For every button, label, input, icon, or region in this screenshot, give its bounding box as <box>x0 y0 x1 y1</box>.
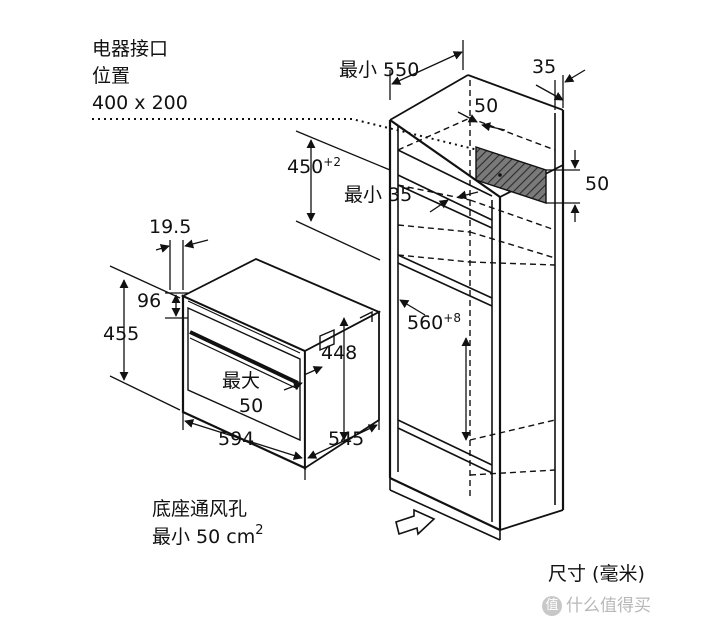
dim-455: 455 <box>103 323 140 345</box>
vent-arrow-icon <box>395 508 436 536</box>
dim-min-35: 最小 35 <box>344 184 413 206</box>
socket-size: 400 x 200 <box>92 92 188 114</box>
units-label: 尺寸 (毫米) <box>548 563 645 585</box>
socket-title-line2: 位置 <box>92 65 131 87</box>
dim-450: 450+2 <box>287 155 341 178</box>
vent-size: 最小 50 cm2 <box>152 524 264 548</box>
dim-448: 448 <box>321 342 358 364</box>
vent-size-exponent: 2 <box>255 523 264 538</box>
dim-35-top: 35 <box>532 56 557 78</box>
socket-reference-line <box>92 118 479 151</box>
watermark-text: 什么值得买 <box>566 596 651 616</box>
socket-title-line1: 电器接口 <box>92 38 169 60</box>
dim-50-right: 50 <box>585 173 610 195</box>
vent-title: 底座通风孔 <box>152 498 248 520</box>
dim-560-value: 560 <box>407 312 444 334</box>
dim-19-5: 19.5 <box>149 216 192 238</box>
dim-594: 594 <box>218 428 255 450</box>
tall-cabinet <box>388 74 565 541</box>
watermark: 值什么值得买 <box>542 591 651 616</box>
dim-450-tolerance: +2 <box>323 155 341 169</box>
dim-560: 560+8 <box>407 311 461 334</box>
dim-560-tolerance: +8 <box>443 311 461 325</box>
dim-max-value: 50 <box>239 395 264 417</box>
dimension-lines <box>109 40 586 480</box>
dim-96: 96 <box>137 290 162 312</box>
vent-size-value: 最小 50 cm <box>152 526 256 548</box>
dim-545: 545 <box>328 428 365 450</box>
dim-450-value: 450 <box>287 156 324 178</box>
watermark-badge-icon: 值 <box>542 596 562 616</box>
dim-min-550: 最小 550 <box>339 59 420 81</box>
dim-max-label: 最大 <box>222 370 261 392</box>
dim-50-top: 50 <box>474 95 499 117</box>
socket-area <box>475 146 547 204</box>
